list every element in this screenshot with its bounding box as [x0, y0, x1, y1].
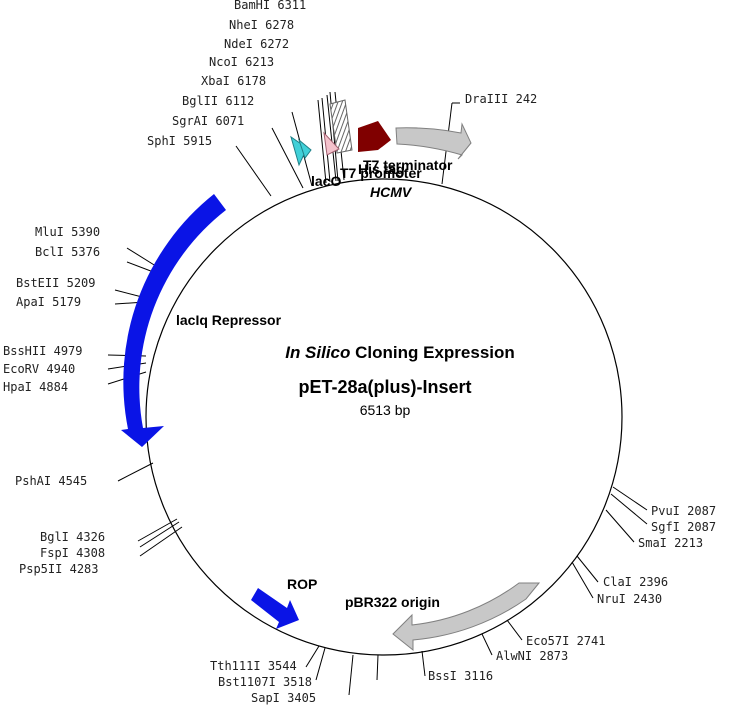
feature-hcmv: [358, 121, 391, 152]
site-label: Psp5II 4283: [19, 562, 99, 576]
feature-rop: [251, 588, 299, 629]
site-line-sgrai: [271, 127, 304, 189]
site-label: Eco57I 2741: [526, 634, 606, 648]
feature-label-t7-promoter: T7 promoter: [340, 165, 422, 181]
site-label: NdeI 6272: [224, 37, 289, 51]
feature-label-laciq: lacIq Repressor: [176, 312, 282, 328]
site-label: HpaI 4884: [3, 380, 68, 394]
map-title: In Silico Cloning Expression: [285, 343, 515, 362]
feature-label-laco: lacO: [311, 173, 341, 189]
site-label: EcoRV 4940: [3, 362, 75, 376]
site-line-pvui: [612, 486, 648, 511]
site-label: FspI 4308: [40, 546, 105, 560]
feature-t7-terminator: [395, 122, 472, 160]
site-label: SgfI 2087: [651, 520, 716, 534]
site-line-eco57i: [506, 619, 523, 641]
feature-label-his-tag: His tag: [358, 161, 405, 177]
site-labels: BamHI 6311 NheI 6278 NdeI 6272 NcoI 6213…: [3, 0, 716, 705]
site-label: NruI 2430: [597, 592, 662, 606]
features: [121, 99, 541, 652]
site-label: XbaI 6178: [201, 74, 266, 88]
plasmid-size: 6513 bp: [360, 402, 411, 418]
site-label: DraIII 242: [465, 92, 537, 106]
site-line-ndei: [326, 94, 337, 182]
site-line-bssi: [421, 650, 426, 677]
site-label: BamHI 6311: [234, 0, 306, 12]
site-label: BssI 3116: [428, 669, 493, 683]
site-line-xbai: [317, 99, 327, 184]
site-label: BssHII 4979: [3, 344, 83, 358]
site-line-fspi: [139, 521, 180, 548]
site-label: Bst1107I 3518: [218, 675, 312, 689]
site-line-clai: [576, 555, 599, 583]
site-label: MluI 5390: [35, 225, 100, 239]
site-line-sgfi: [610, 493, 648, 525]
site-label: BglI 4326: [40, 530, 105, 544]
feature-his-tag: [329, 99, 353, 154]
site-line-mlui: [126, 247, 160, 269]
site-line-bst1107i: [315, 647, 326, 681]
site-line-sapi: [348, 654, 354, 696]
site-line-alwni: [481, 633, 493, 656]
site-label: PshAI 4545: [15, 474, 87, 488]
site-label: PvuI 2087: [651, 504, 716, 518]
site-label: ClaI 2396: [603, 575, 668, 589]
site-line-smai: [605, 509, 635, 543]
site-line-nrui: [571, 561, 594, 599]
site-line-sphi: [235, 145, 272, 197]
feature-label-hcmv: HCMV: [370, 184, 413, 200]
site-label: SapI 3405: [251, 691, 316, 705]
feature-laco: [290, 135, 308, 167]
feature-t7-promoter: [323, 131, 340, 156]
site-line-bgli: [137, 518, 178, 542]
site-label: NcoI 6213: [209, 55, 274, 69]
site-label: NheI 6278: [229, 18, 294, 32]
feature-label-pbr322: pBR322 origin: [345, 594, 440, 610]
site-label: AlwNI 2873: [496, 649, 568, 663]
site-line-tth111i: [305, 645, 320, 668]
plasmid-name: pET-28a(plus)-Insert: [298, 377, 471, 397]
feature-label-rop: ROP: [287, 576, 317, 592]
site-label: SphI 5915: [147, 134, 212, 148]
site-label: BglII 6112: [182, 94, 254, 108]
site-label: BstEII 5209: [16, 276, 96, 290]
feature-pbr322-origin: [392, 582, 541, 652]
feature-laciq-repressor: [121, 194, 226, 447]
plasmid-backbone: [145, 178, 623, 656]
site-label: SmaI 2213: [638, 536, 703, 550]
site-line-pshai: [117, 462, 154, 482]
site-label: SgrAI 6071: [172, 114, 244, 128]
site-label: BclI 5376: [35, 245, 100, 259]
feature-label-t7-terminator: T7 terminator: [363, 157, 453, 173]
site-label: Tth111I 3544: [210, 659, 297, 673]
site-line-psp5ii: [139, 526, 183, 557]
site-label: ApaI 5179: [16, 295, 81, 309]
